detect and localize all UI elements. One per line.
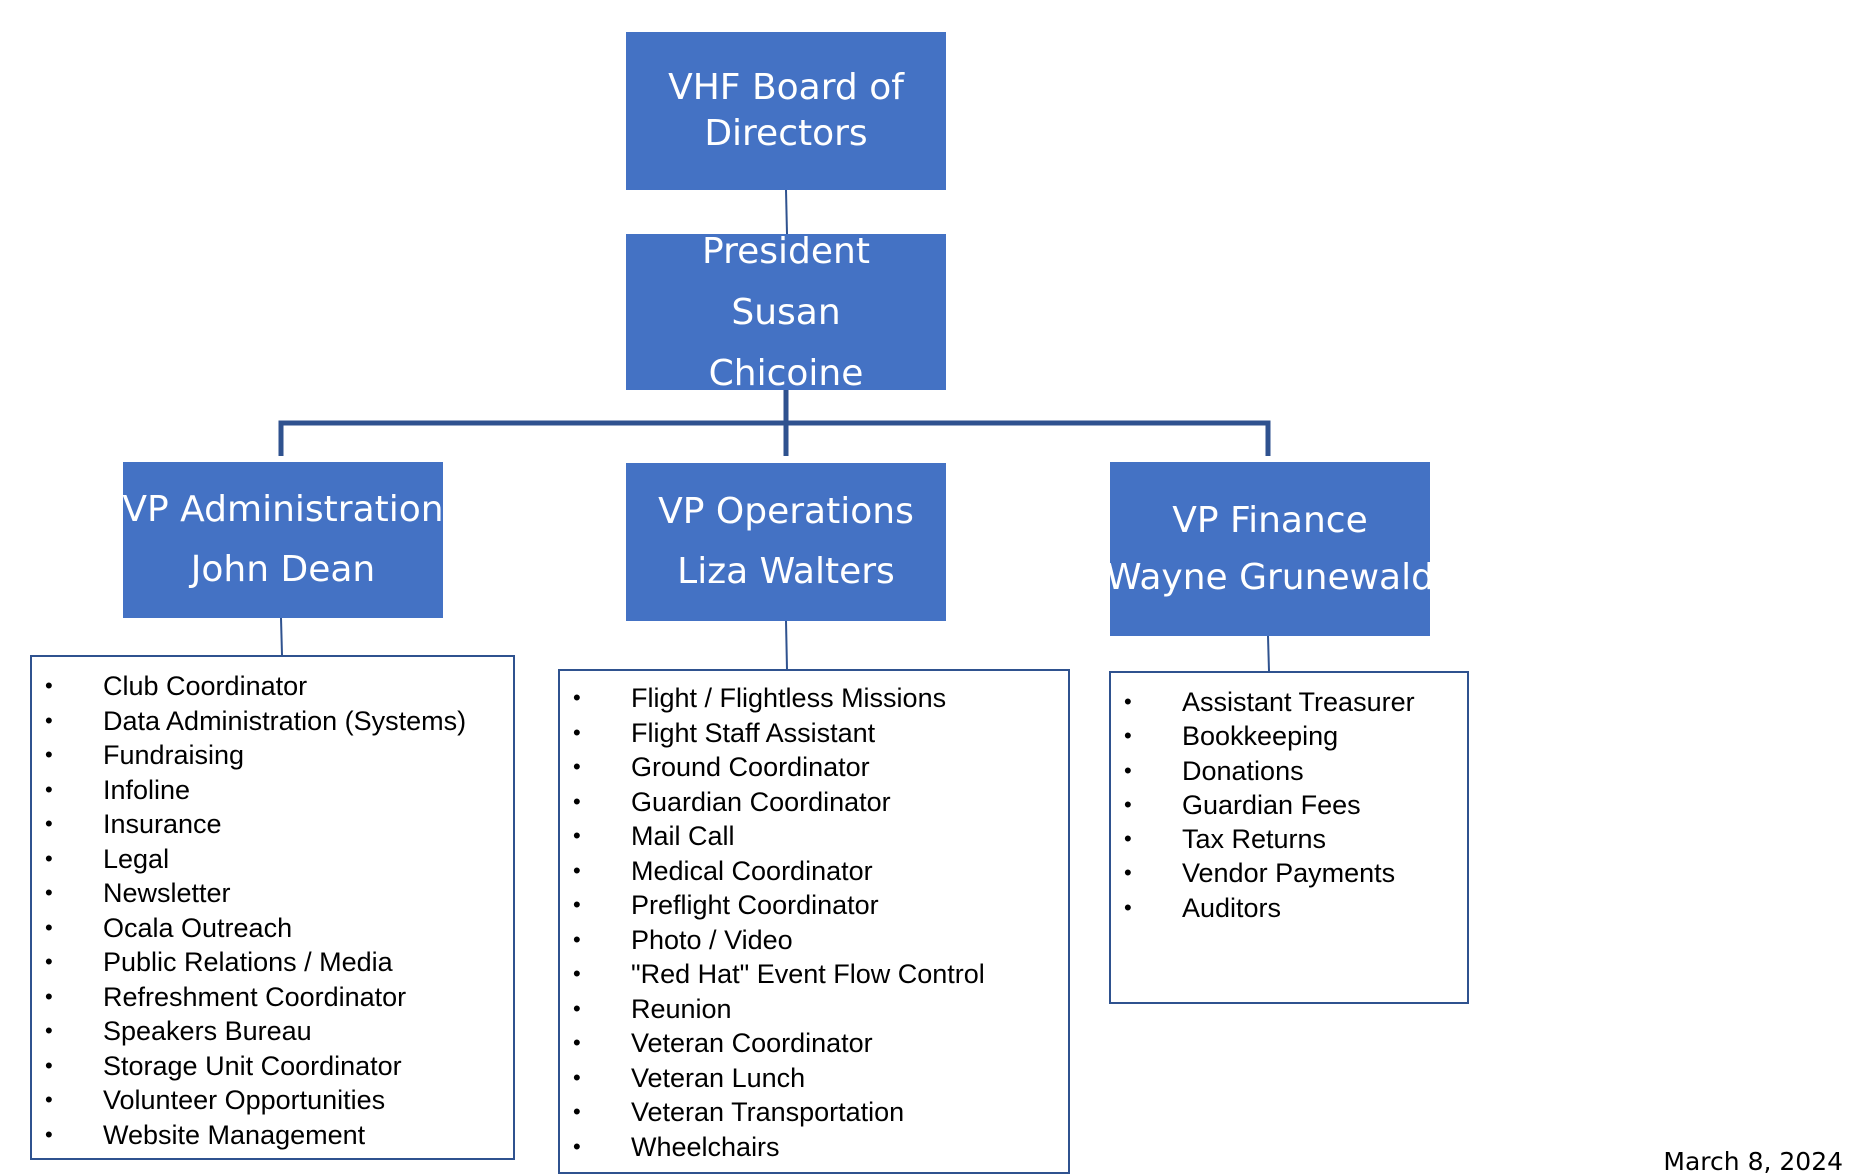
list-item: Volunteer Opportunities bbox=[32, 1083, 513, 1118]
list-item: Bookkeeping bbox=[1111, 719, 1467, 754]
vp-operations-name: Liza Walters bbox=[677, 551, 895, 592]
list-item: Veteran Transportation bbox=[560, 1095, 1068, 1130]
connector-vpa-list bbox=[280, 617, 283, 656]
list-item: Guardian Coordinator bbox=[560, 785, 1068, 820]
list-item: Photo / Video bbox=[560, 923, 1068, 958]
vp-finance-name: Wayne Grunewald bbox=[1106, 557, 1434, 598]
vp-administration-box: VP Administration John Dean bbox=[122, 462, 444, 618]
board-title-line-1: VHF Board of bbox=[668, 67, 904, 108]
list-item: Medical Coordinator bbox=[560, 854, 1068, 889]
list-item: Flight / Flightless Missions bbox=[560, 681, 1068, 716]
list-item: Refreshment Coordinator bbox=[32, 980, 513, 1015]
connector-president-vps bbox=[278, 420, 1271, 456]
board-of-directors-box: VHF Board of Directors bbox=[626, 32, 946, 190]
list-item: Website Management bbox=[32, 1118, 513, 1153]
list-item: Guardian Fees bbox=[1111, 788, 1467, 823]
list-item: Ocala Outreach bbox=[32, 911, 513, 946]
list-item: Donations bbox=[1111, 754, 1467, 789]
list-item: Legal bbox=[32, 842, 513, 877]
list-item: Speakers Bureau bbox=[32, 1014, 513, 1049]
list-item: "Red Hat" Event Flow Control bbox=[560, 957, 1068, 992]
vp-operations-box: VP Operations Liza Walters bbox=[626, 463, 946, 621]
list-item: Newsletter bbox=[32, 876, 513, 911]
president-first-name: Susan bbox=[731, 291, 841, 333]
vp-finance-title: VP Finance bbox=[1172, 500, 1368, 541]
connector-vpo-list bbox=[785, 620, 788, 670]
list-item: Club Coordinator bbox=[32, 669, 513, 704]
list-item: Mail Call bbox=[560, 819, 1068, 854]
finance-duties-list: Assistant Treasurer Bookkeeping Donation… bbox=[1109, 671, 1469, 1004]
president-last-name: Chicoine bbox=[708, 352, 864, 394]
list-item: Flight Staff Assistant bbox=[560, 716, 1068, 751]
president-box: President Susan Chicoine bbox=[626, 231, 946, 394]
list-item: Storage Unit Coordinator bbox=[32, 1049, 513, 1084]
list-item: Reunion bbox=[560, 992, 1068, 1027]
list-item: Infoline bbox=[32, 773, 513, 808]
list-item: Tax Returns bbox=[1111, 822, 1467, 857]
vp-finance-box: VP Finance Wayne Grunewald bbox=[1106, 462, 1434, 636]
vp-operations-title: VP Operations bbox=[658, 491, 914, 532]
president-role: President bbox=[702, 230, 870, 272]
connector-board-president bbox=[785, 189, 788, 235]
list-item: Insurance bbox=[32, 807, 513, 842]
board-title-line-2: Directors bbox=[704, 113, 868, 154]
list-item: Fundraising bbox=[32, 738, 513, 773]
list-item: Vendor Payments bbox=[1111, 856, 1467, 891]
administration-duties-list: Club Coordinator Data Administration (Sy… bbox=[30, 655, 515, 1160]
list-item: Data Administration (Systems) bbox=[32, 704, 513, 739]
date-stamp: March 8, 2024 bbox=[1663, 1147, 1843, 1176]
vp-administration-title: VP Administration bbox=[122, 489, 444, 530]
connector-vpf-list bbox=[1267, 635, 1270, 672]
list-item: Veteran Lunch bbox=[560, 1061, 1068, 1096]
list-item: Veteran Coordinator bbox=[560, 1026, 1068, 1061]
list-item: Assistant Treasurer bbox=[1111, 685, 1467, 720]
list-item: Auditors bbox=[1111, 891, 1467, 926]
list-item: Preflight Coordinator bbox=[560, 888, 1068, 923]
list-item: Public Relations / Media bbox=[32, 945, 513, 980]
operations-duties-list: Flight / Flightless Missions Flight Staf… bbox=[558, 669, 1070, 1174]
list-item: Wheelchairs bbox=[560, 1130, 1068, 1165]
vp-administration-name: John Dean bbox=[190, 549, 376, 590]
list-item: Ground Coordinator bbox=[560, 750, 1068, 785]
